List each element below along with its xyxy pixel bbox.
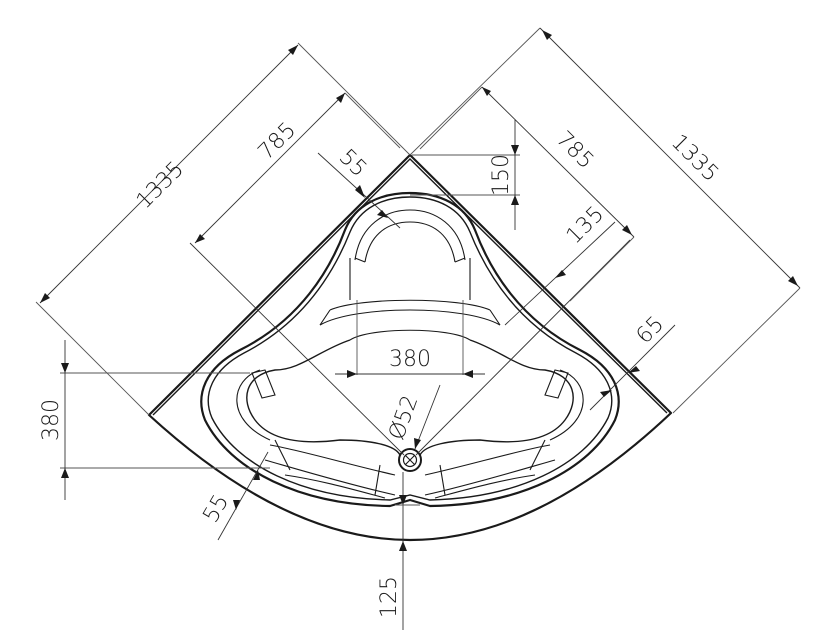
dimension-label: 150 bbox=[489, 154, 514, 196]
seat-side-wedges bbox=[251, 369, 569, 399]
dimension-label: 65 bbox=[632, 312, 669, 349]
dimension-label: 125 bbox=[377, 576, 402, 618]
seat-top bbox=[319, 299, 501, 341]
dimension-150-top: 150 bbox=[410, 120, 520, 230]
center-lines bbox=[189, 239, 631, 456]
tub-outer-outline bbox=[147, 153, 673, 542]
tub-inner-rim bbox=[200, 191, 620, 508]
dimension-label: 380 bbox=[39, 399, 64, 441]
headrest bbox=[349, 209, 471, 300]
seat-right bbox=[424, 439, 556, 499]
dimension-label: 785 bbox=[551, 127, 598, 174]
dimension-55-headrest: 55 bbox=[317, 145, 401, 229]
drain-icon bbox=[398, 448, 422, 472]
dimension-65-right: 65 bbox=[589, 312, 676, 411]
dimension-label: 1335 bbox=[132, 157, 189, 214]
dimension-1335-left: 1335 bbox=[35, 42, 411, 416]
dimension-label: 135 bbox=[562, 202, 609, 249]
dimension-label: 785 bbox=[254, 118, 301, 165]
dimension-label: 380 bbox=[389, 347, 431, 372]
seat-left bbox=[264, 439, 396, 499]
dimension-380-width: 380 bbox=[335, 300, 485, 378]
dimension-785-right: 785 bbox=[419, 86, 635, 302]
tub-bowl bbox=[236, 339, 584, 456]
dimension-label: Ø52 bbox=[384, 392, 423, 443]
dimension-label: 1335 bbox=[666, 130, 723, 187]
dimension-785-left: 785 bbox=[194, 92, 401, 244]
dimension-380-height: 380 bbox=[39, 340, 270, 500]
dimension-125-front: 125 bbox=[377, 472, 420, 630]
dimension-label: 55 bbox=[334, 145, 371, 182]
